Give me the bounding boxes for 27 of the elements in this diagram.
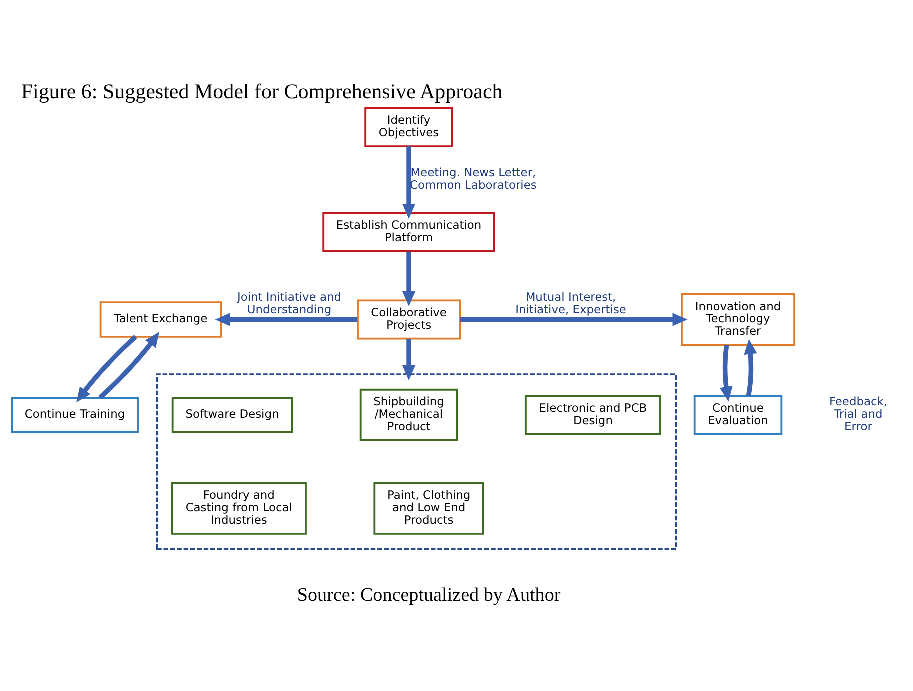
node-box: Innovation and Technology Transfer <box>681 294 796 346</box>
node-box: Continue Evaluation <box>694 395 783 436</box>
node-box: Paint, Clothing and Low End Products <box>374 482 484 535</box>
arrow <box>98 332 160 400</box>
arrow <box>402 339 416 381</box>
diagram-title: Figure 6: Suggested Model for Comprehensive Approach <box>21 79 503 104</box>
node-box: Talent Exchange <box>100 302 222 338</box>
edge-label: Mutual Interest, Initiative, Expertise <box>516 290 626 317</box>
node-box: Collaborative Projects <box>357 300 462 340</box>
arrow <box>460 313 688 326</box>
arrow <box>402 252 416 307</box>
edge-label: Joint Initiative and Understanding <box>237 290 342 317</box>
cluster <box>156 374 678 550</box>
node-box: Foundry and Casting from Local Industries <box>171 482 307 535</box>
node-box: Identify Objectives <box>364 107 454 148</box>
arrow <box>76 335 138 403</box>
node-box: Establish Communication Platform <box>322 212 496 252</box>
label: Feedback, Trial and Error <box>829 394 888 434</box>
node-box: Continue Training <box>11 397 139 434</box>
arrow <box>215 313 358 326</box>
node-box: Shipbuilding /Mechanical Product <box>360 388 458 442</box>
node-box: Software Design <box>172 397 294 434</box>
arrow <box>720 344 733 402</box>
arrow <box>402 146 416 220</box>
caption: Source: Conceptualized by Author <box>297 584 561 606</box>
node-box: Electronic and PCB Design <box>524 395 662 436</box>
arrow <box>744 339 758 396</box>
